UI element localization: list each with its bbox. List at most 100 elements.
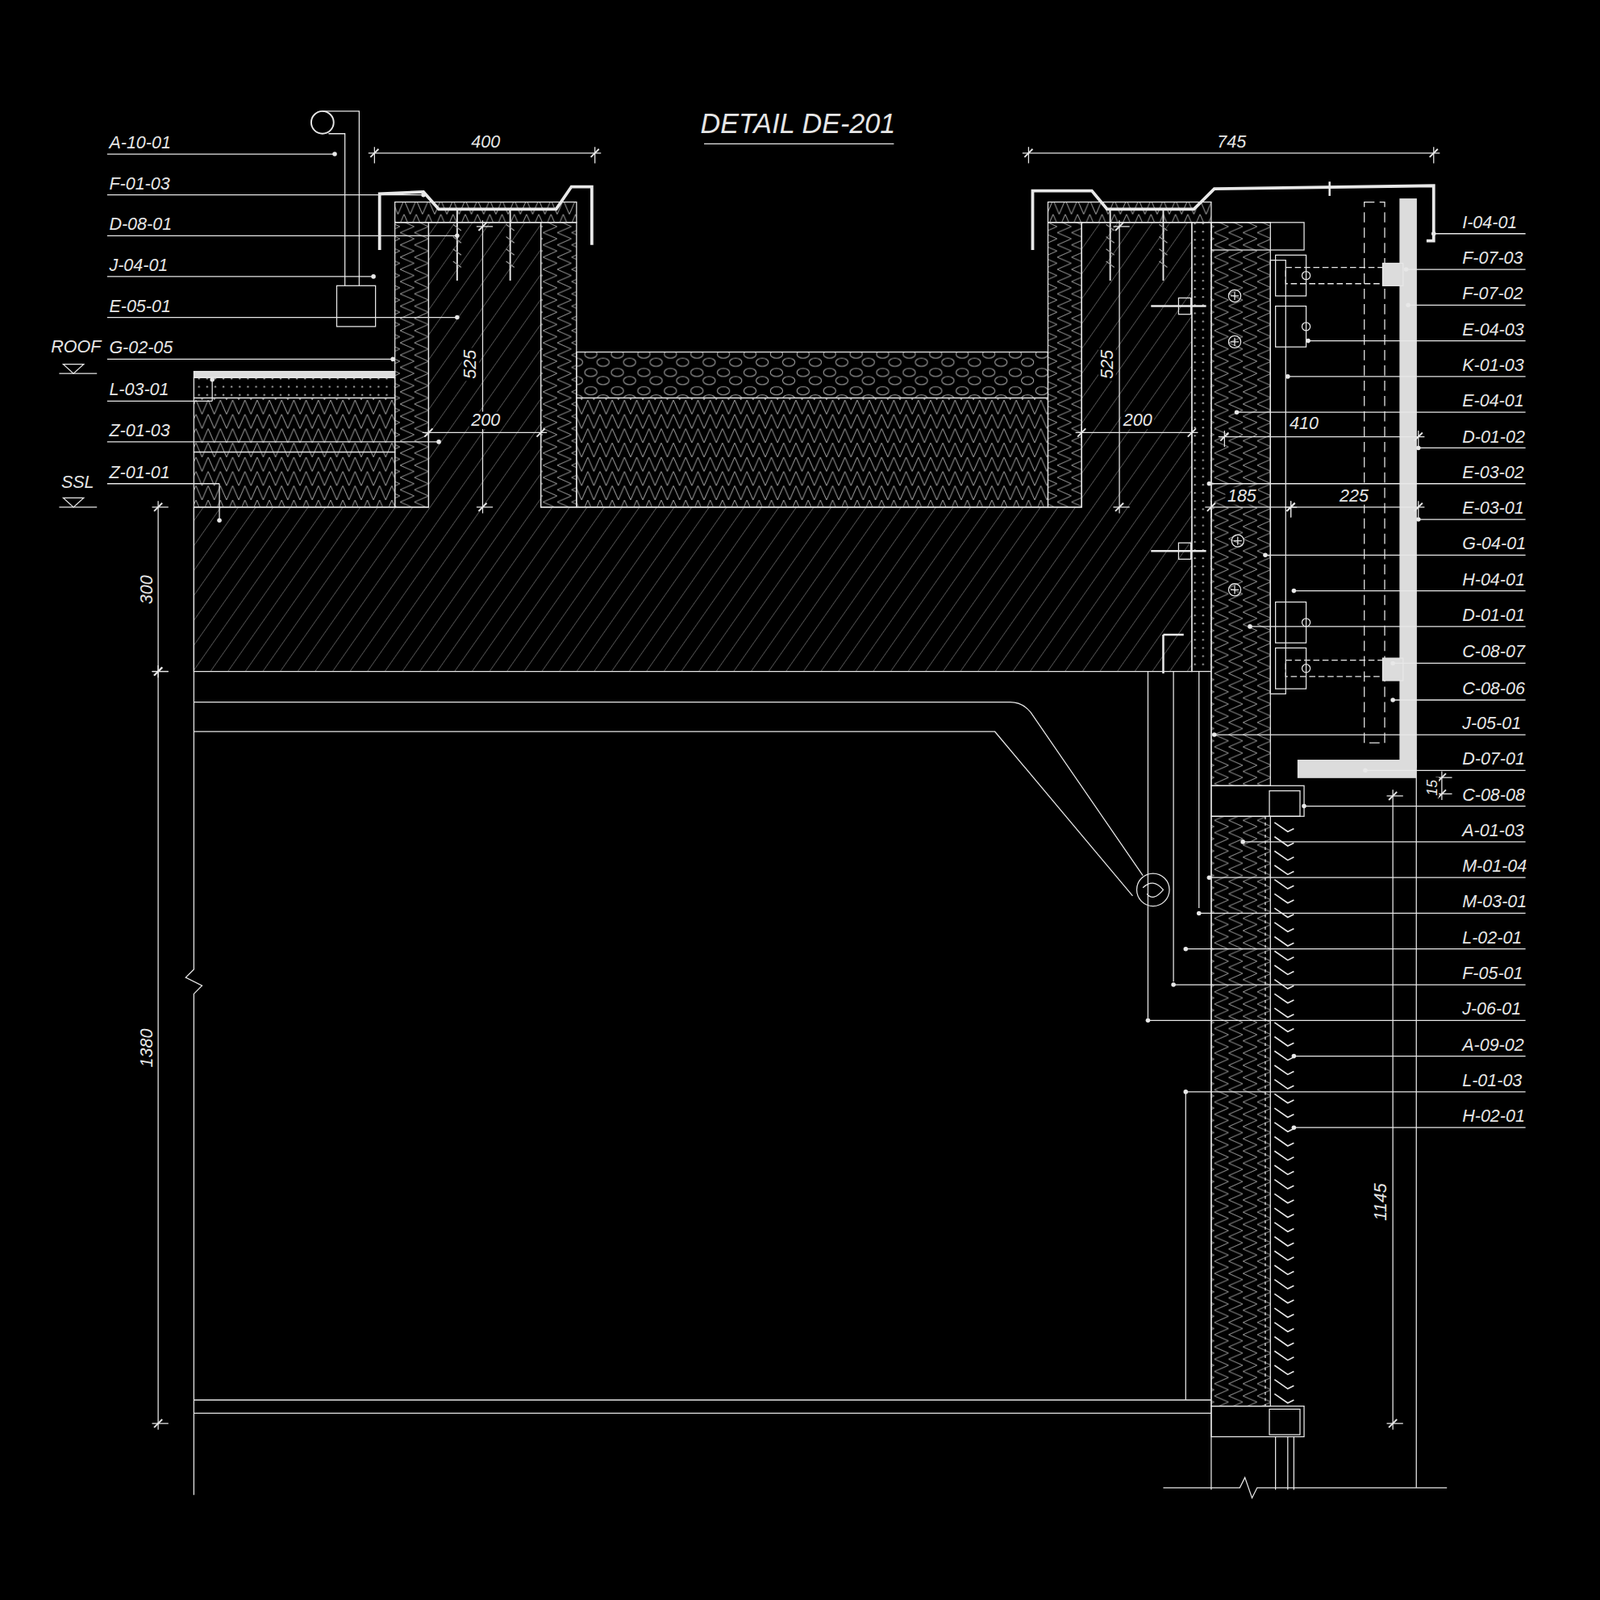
facade-insulation: [1211, 222, 1271, 786]
screw-thread: [1158, 224, 1167, 267]
louvre-blade: [1274, 1150, 1294, 1160]
fixing-cross: [1230, 291, 1239, 300]
angle-profile: [1162, 633, 1184, 637]
extension-line: [1081, 426, 1083, 443]
fixing-cross: [1230, 585, 1239, 594]
leader-line: [107, 441, 439, 442]
leader-line: [1408, 304, 1526, 306]
leader-line: [1199, 912, 1526, 914]
fixing-screw: [509, 208, 512, 281]
callout-code: E-04-03: [1462, 320, 1525, 339]
leader-dot: [420, 192, 426, 198]
callout-code: J-06-01: [1462, 1000, 1521, 1019]
leader-dot: [1183, 1089, 1189, 1095]
leader-line: [107, 358, 393, 360]
upstand-insulation: [1047, 222, 1082, 508]
fixing-disc: [1231, 534, 1244, 547]
mullion-rail: [1270, 260, 1286, 695]
roof-insulation: [576, 397, 1049, 507]
dimension-line: [1441, 771, 1442, 800]
callout-code: H-04-01: [1462, 570, 1525, 589]
leader-dot: [209, 377, 215, 383]
leader-dot: [1183, 946, 1189, 952]
bolt: [1302, 271, 1311, 280]
leader-line: [1418, 447, 1526, 449]
louvre-blade: [1274, 893, 1294, 903]
callout-code: E-03-02: [1462, 463, 1525, 482]
window-insulation: [1211, 816, 1271, 1406]
extension-line: [1224, 430, 1225, 447]
extension-line: [1112, 225, 1130, 227]
louvre-blade: [1274, 1122, 1294, 1132]
leader-line: [107, 194, 424, 196]
fixing-disc: [1228, 289, 1241, 302]
bracket-arm: [1285, 267, 1398, 284]
level-marker: [62, 364, 84, 374]
leader-line: [1265, 554, 1526, 556]
louvre-blade: [1274, 993, 1294, 1003]
callout-code: J-04-01: [108, 256, 168, 275]
upstand-insulation: [395, 222, 430, 508]
leader-line: [107, 275, 374, 277]
louvre-blade: [1274, 937, 1294, 946]
blind-roll: [1142, 883, 1163, 897]
extension-line: [1290, 500, 1292, 517]
title-underline: [704, 143, 894, 145]
leader-dot: [1240, 839, 1246, 845]
leader-dot: [454, 315, 460, 321]
leader-dot: [1234, 409, 1240, 415]
callout-code: D-01-01: [1462, 606, 1525, 625]
extension-line: [1387, 795, 1404, 796]
extension-line: [374, 146, 375, 163]
gravel-layer: [576, 352, 1049, 399]
louvre-blade: [1274, 1365, 1294, 1375]
screw-thread: [506, 224, 515, 267]
screw-thread: [1106, 224, 1115, 267]
dimension-line: [422, 432, 547, 434]
louvre-blade: [1274, 1108, 1294, 1117]
callout-code: G-04-01: [1462, 535, 1526, 554]
leader-line: [1147, 1020, 1525, 1021]
leader-dot: [1196, 911, 1202, 917]
louvre-blade: [1274, 1379, 1294, 1389]
callout-code: L-03-01: [108, 381, 169, 400]
extension-line: [1210, 500, 1212, 517]
leader-dot: [1301, 804, 1307, 809]
louvre-blade: [1274, 1165, 1294, 1175]
dimension-line: [1075, 432, 1199, 434]
leader-dot: [1305, 338, 1311, 344]
extension-line: [1112, 506, 1130, 508]
callout-code: E-04-01: [1462, 392, 1525, 411]
drop-line: [1147, 671, 1149, 1019]
leader-line: [1308, 340, 1526, 342]
dimension-line: [157, 665, 159, 1430]
coping-flashing: [379, 187, 592, 250]
leader-dot: [332, 151, 338, 157]
extension-line: [540, 426, 542, 443]
anchor-nut: [1178, 542, 1191, 559]
leader-line: [1287, 375, 1526, 377]
dimension-line: [157, 500, 159, 678]
louvre-blade: [1274, 1065, 1294, 1075]
angle-profile: [1162, 634, 1165, 674]
louvre-blade: [1274, 1179, 1294, 1189]
callout-code: G-02-05: [108, 339, 173, 358]
louvre-blade: [1274, 1050, 1294, 1060]
callout-code: Z-01-01: [108, 463, 170, 482]
flashing-fixing: [1328, 181, 1331, 196]
wall-edge: [1210, 671, 1212, 1491]
leader-dot: [1431, 231, 1437, 237]
callout-code: F-07-03: [1462, 249, 1523, 267]
leader-line: [1418, 518, 1526, 520]
dimension-value: 200: [1120, 412, 1155, 430]
handrail-base: [337, 285, 376, 327]
louvre-blade: [1274, 1037, 1294, 1046]
louvre-blade: [1274, 908, 1294, 917]
cladding-subframe: [1364, 202, 1385, 744]
callout-code: K-01-03: [1462, 356, 1525, 375]
glass-line: [1264, 816, 1266, 1406]
leader-line: [1293, 1055, 1525, 1057]
louvre-blade: [1274, 1208, 1294, 1217]
extension-line: [152, 506, 169, 508]
leader-dot: [1262, 553, 1268, 559]
